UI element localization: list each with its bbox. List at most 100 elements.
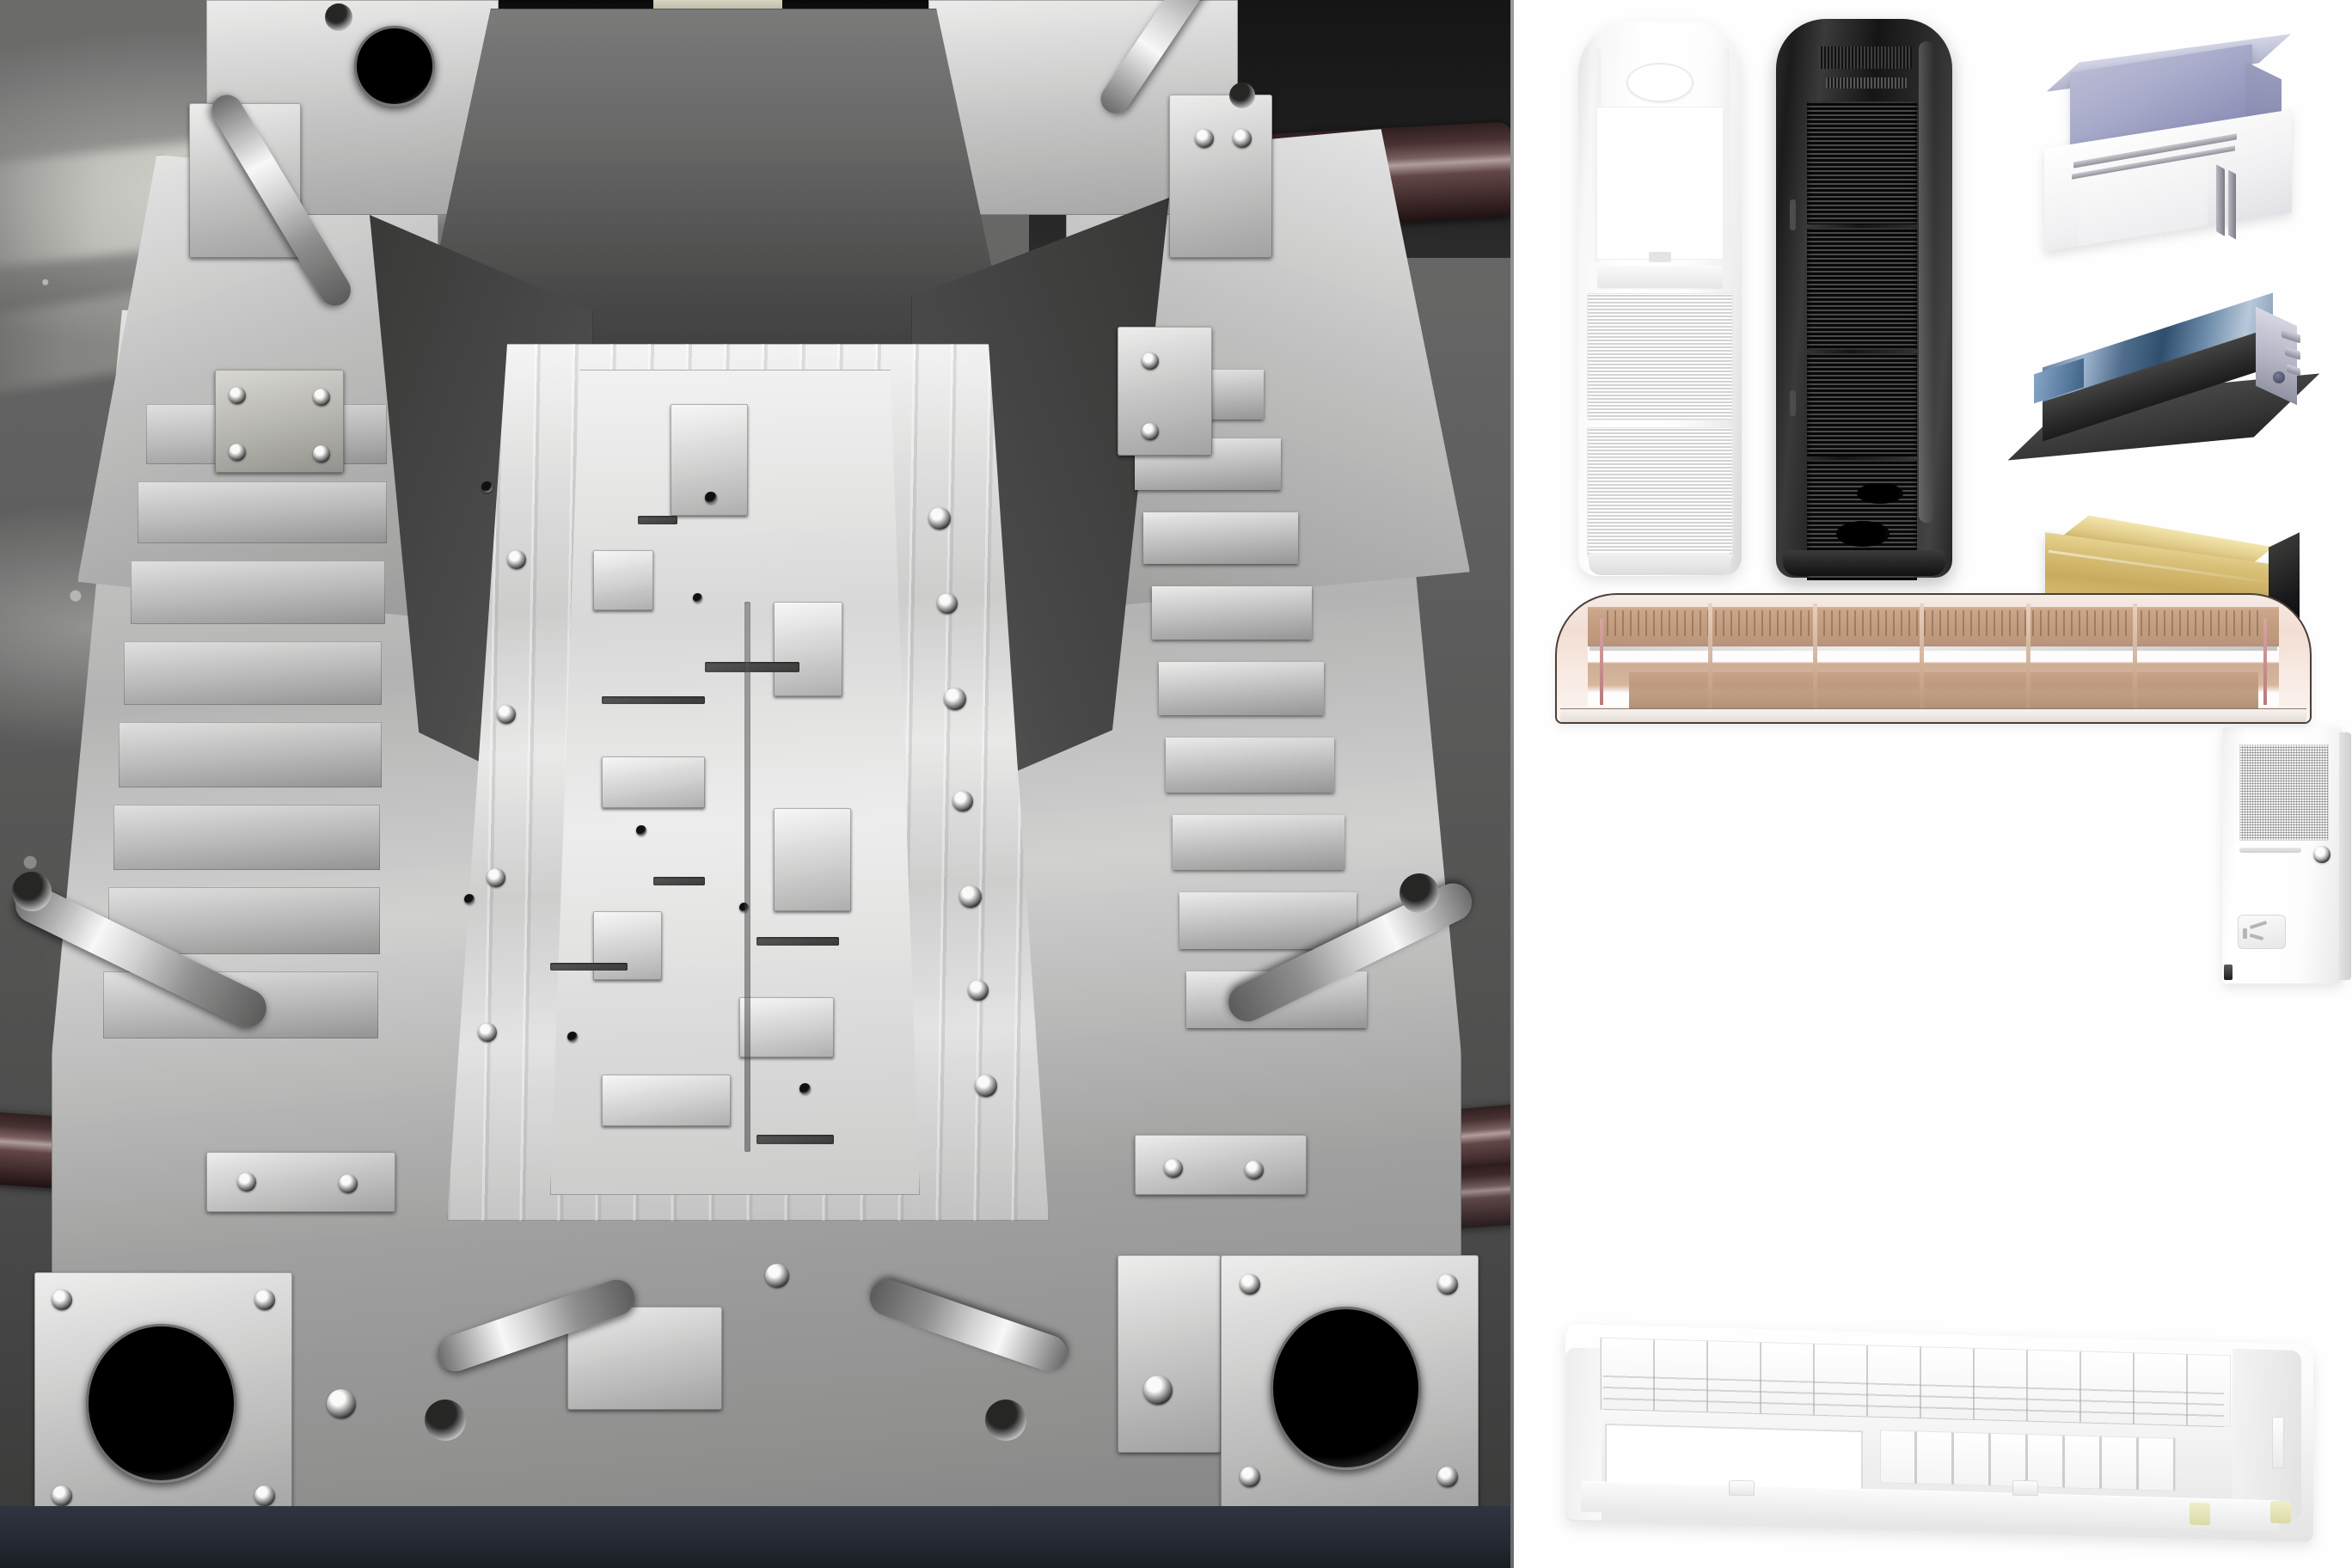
hex-bolt (52, 1485, 72, 1506)
tower-black-outlet-upper (1857, 483, 1903, 504)
ejector-pin (567, 1032, 578, 1042)
purifier-foot (2224, 965, 2233, 980)
coolant-port (959, 885, 982, 908)
clamp-plate (1135, 1135, 1307, 1195)
ducted-service-port (2273, 371, 2285, 383)
coolant-port (975, 1075, 997, 1097)
coolant-port (928, 507, 951, 530)
injection-mold-assembly (9, 0, 1479, 1530)
tower-black-base (1783, 550, 1945, 576)
hex-bolt (254, 1485, 275, 1506)
tower-white-grille-upper (1587, 293, 1733, 420)
tower-white-display-oval (1626, 63, 1694, 102)
chassis-rose-rib (2133, 603, 2137, 714)
ejector-pin (464, 894, 475, 904)
core-slot (653, 877, 705, 885)
chassis-rose-side-rail-right (2263, 619, 2267, 705)
tower-white-base (1589, 553, 1731, 575)
core-slot (602, 696, 705, 704)
flank-step-left (119, 722, 382, 787)
ejector-socket (1143, 1375, 1173, 1405)
ejector-pin (705, 492, 717, 504)
sprue-bushing (354, 26, 435, 107)
chassis-rose-rail (1589, 646, 2277, 651)
hex-bolt (1142, 423, 1159, 440)
chassis-white-right-end (2233, 1348, 2301, 1520)
chassis-rose-base (1560, 708, 2306, 722)
hex-bolt (313, 445, 330, 462)
chassis-white-marker-2 (2270, 1500, 2291, 1524)
hex-bolt (1233, 129, 1252, 148)
mold-bore-right (1271, 1307, 1421, 1470)
product-purifier-cabinet[interactable] (2217, 719, 2352, 994)
core-boss (593, 550, 653, 610)
product-chassis-white[interactable] (1565, 1323, 2313, 1543)
purifier-control-knob[interactable] (2313, 846, 2331, 863)
cassette-louvre-side-1 (2216, 164, 2225, 236)
interlock-tooth (1143, 512, 1298, 564)
coolant-port (952, 791, 973, 812)
tower-white-latch-tab (1649, 252, 1671, 262)
core-boss (602, 1075, 731, 1126)
guide-pillar-cap (1400, 873, 1439, 913)
interlock-tooth (1173, 815, 1344, 870)
clamp-plate (206, 1152, 395, 1212)
tower-black-louvre-3 (1807, 353, 1917, 456)
coolant-port (944, 688, 966, 710)
hex-bolt (313, 389, 330, 406)
guide-pillar-cap (1229, 83, 1255, 108)
core-slot (756, 1135, 834, 1144)
chassis-rose-top-detail (1607, 610, 2260, 636)
tower-white-lip (1597, 266, 1723, 288)
ejector-socket (765, 1264, 789, 1288)
coolant-port (968, 980, 989, 1001)
product-chassis-rose[interactable] (1555, 593, 2312, 724)
parting-line (744, 602, 750, 1152)
product-tower-black[interactable] (1776, 19, 1952, 580)
chassis-rose-rib (1920, 603, 1924, 714)
tower-black-side-button-lower[interactable] (1790, 390, 1796, 416)
tower-black-side-button-upper[interactable] (1790, 199, 1796, 230)
wear-plate (1118, 327, 1212, 456)
core-boss (602, 756, 705, 808)
blue-painted-floor (0, 1506, 1510, 1568)
purifier-side-face (2339, 732, 2351, 980)
tower-black-top-vent (1819, 46, 1912, 69)
chassis-rose-side-rail-left (1600, 619, 1603, 705)
tower-black-highlight (1919, 41, 1934, 523)
product-ducted-unit[interactable] (2007, 292, 2320, 464)
chassis-white-marker-1 (2190, 1502, 2210, 1526)
interlock-tooth (1159, 662, 1324, 715)
panel-divider (1510, 0, 1514, 1568)
purifier-vent-slot (2239, 848, 2301, 853)
hex-bolt (1240, 1467, 1260, 1487)
ejector-pin (739, 903, 749, 912)
chassis-white-right-slot (2272, 1416, 2284, 1469)
flank-step-left (113, 805, 380, 870)
guide-pillar-cap (325, 3, 352, 31)
hex-bolt (229, 444, 246, 461)
coolant-port (937, 593, 958, 614)
wear-plate (1169, 95, 1272, 258)
guide-pillar-cap (985, 1400, 1026, 1441)
mold-photograph (0, 0, 1510, 1568)
interlock-tooth (1152, 586, 1312, 640)
product-cassette-unit[interactable] (2034, 34, 2309, 252)
hex-bolt (1195, 129, 1214, 148)
core-slot (638, 516, 677, 524)
ejector-pin (799, 1083, 811, 1094)
ejector-pin (693, 593, 702, 603)
guide-pillar-cap (12, 872, 52, 911)
ejector-pin (636, 825, 646, 836)
hex-bolt (254, 1289, 275, 1310)
interlock-tooth (1179, 892, 1357, 949)
ejector-socket (327, 1389, 356, 1418)
ejector-pin (481, 481, 493, 493)
coolant-port (497, 705, 516, 724)
clamp-plate (1118, 1255, 1221, 1453)
product-tower-white[interactable] (1578, 21, 1742, 576)
hex-bolt (1164, 1159, 1183, 1178)
hex-bolt (1240, 1274, 1260, 1295)
hex-bolt (1142, 352, 1159, 370)
